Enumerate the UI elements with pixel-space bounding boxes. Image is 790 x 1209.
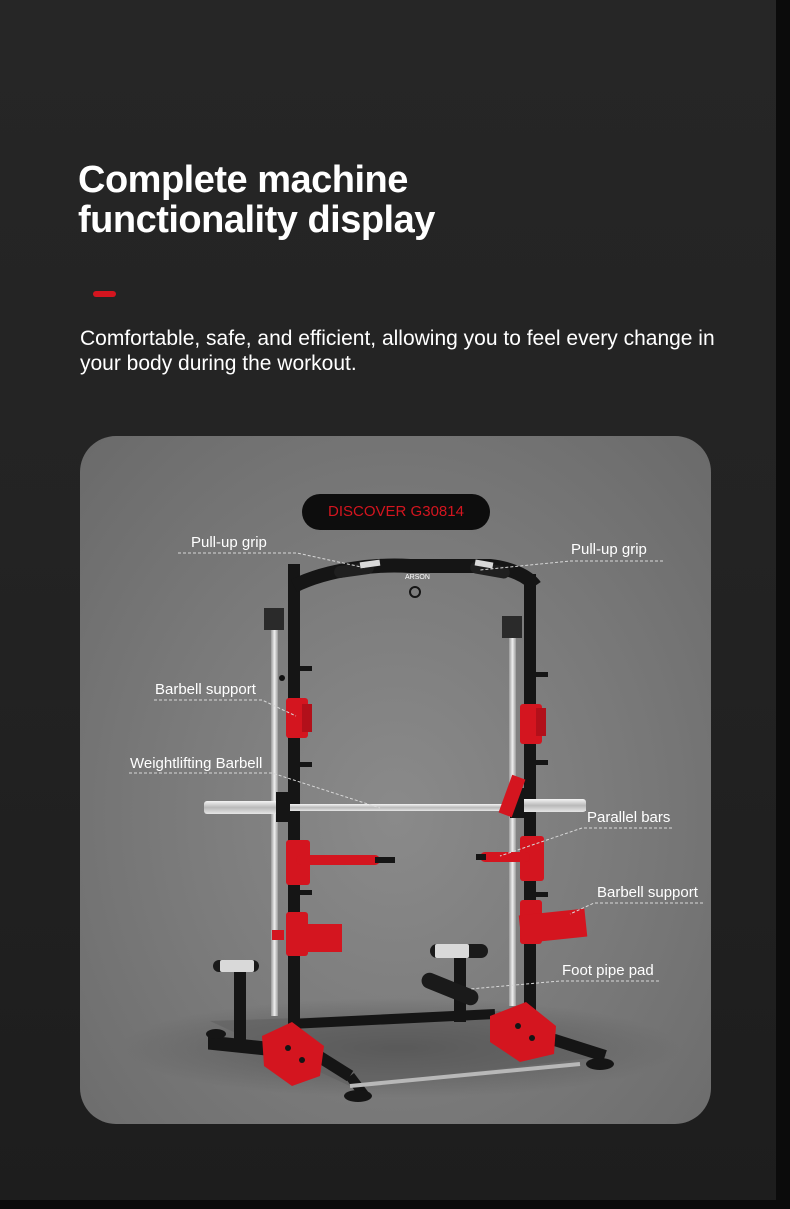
red-base-plates [262,1002,556,1086]
parallel-dip-bars [286,836,544,885]
safety-pegs [300,666,548,897]
page-title: Complete machine functionality display [78,160,435,240]
brand-logo: ARSON [405,574,430,581]
page-title-line-2: functionality display [78,199,435,241]
product-feature-panel: Complete machine functionality display C… [0,0,776,1200]
product-showcase-card: ARSON [80,436,711,1124]
callout-barbell-support-left: Barbell support [155,681,256,698]
pull-up-frame: ARSON [290,558,541,598]
callout-pull-up-grip-left: Pull-up grip [191,534,267,551]
product-model-badge: DISCOVER G30814 [302,494,490,530]
accent-divider [93,291,116,297]
page-title-line-1: Complete machine [78,159,408,201]
page-subtitle: Comfortable, safe, and efficient, allowi… [80,327,715,375]
smith-machine-illustration: ARSON [120,558,680,1102]
callout-pull-up-grip-right: Pull-up grip [571,541,647,558]
callout-parallel-bars: Parallel bars [587,809,671,826]
upper-barbell-supports [286,698,546,818]
callout-weightlifting-barbell: Weightlifting Barbell [130,755,263,772]
callout-barbell-support-right: Barbell support [597,884,698,901]
callout-foot-pipe-pad: Foot pipe pad [562,962,654,979]
lower-barbell-supports [272,900,588,956]
foot-pipe-pads [213,944,488,1040]
